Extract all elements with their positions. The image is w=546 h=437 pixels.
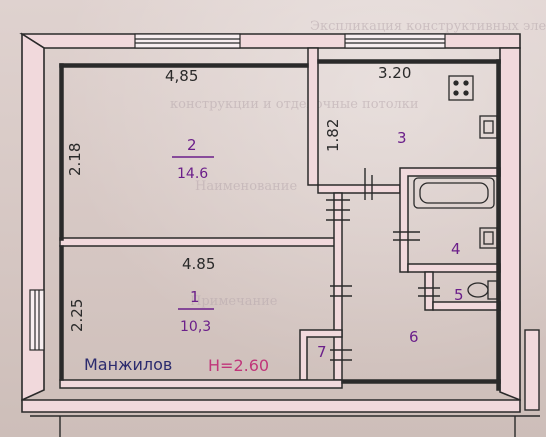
room-2-number: 2 bbox=[187, 136, 197, 154]
background-print: Экспликация конструктивных элементов кон… bbox=[170, 19, 546, 309]
dim-top-right: 3.20 bbox=[378, 64, 411, 82]
interior-walls bbox=[59, 47, 501, 391]
room-7-number: 7 bbox=[317, 343, 327, 361]
print-line-3: Наименование bbox=[195, 179, 297, 194]
print-line-4: Примечание bbox=[190, 294, 278, 309]
print-line-1: Экспликация конструктивных элементов bbox=[310, 19, 546, 34]
toilet-icon bbox=[467, 280, 498, 300]
dim-middle-wall: 4.85 bbox=[182, 255, 215, 273]
dim-left-lower: 2.25 bbox=[68, 299, 86, 332]
dim-top-left: 4,85 bbox=[165, 67, 198, 85]
right-wall bbox=[499, 47, 521, 402]
window-icon bbox=[344, 33, 446, 49]
bathtub-icon bbox=[413, 177, 495, 209]
room-4-number: 4 bbox=[451, 240, 461, 258]
outer-walls bbox=[19, 32, 521, 413]
bottom-wall bbox=[21, 399, 521, 413]
window-icon bbox=[134, 33, 241, 49]
lower-strip bbox=[30, 329, 540, 437]
room-1-number: 1 bbox=[190, 288, 200, 306]
dim-room3-height: 1.82 bbox=[324, 119, 342, 152]
room-3-number: 3 bbox=[397, 129, 407, 147]
ceiling-height: H=2.60 bbox=[208, 356, 269, 375]
dim-left-upper: 2.18 bbox=[66, 143, 84, 176]
door-icon bbox=[326, 168, 440, 361]
window-icon bbox=[29, 289, 45, 351]
room-6-number: 6 bbox=[409, 328, 419, 346]
room-2-area: 14.6 bbox=[177, 166, 208, 182]
sink-icon bbox=[479, 227, 498, 249]
stove-icon bbox=[448, 75, 474, 101]
print-line-2: конструкции и отделочные потолки bbox=[170, 97, 419, 112]
sink-icon bbox=[479, 115, 498, 139]
owner-name: Манжилов bbox=[84, 355, 172, 374]
room-1-area: 10,3 bbox=[180, 319, 211, 335]
room-5-number: 5 bbox=[454, 286, 464, 304]
